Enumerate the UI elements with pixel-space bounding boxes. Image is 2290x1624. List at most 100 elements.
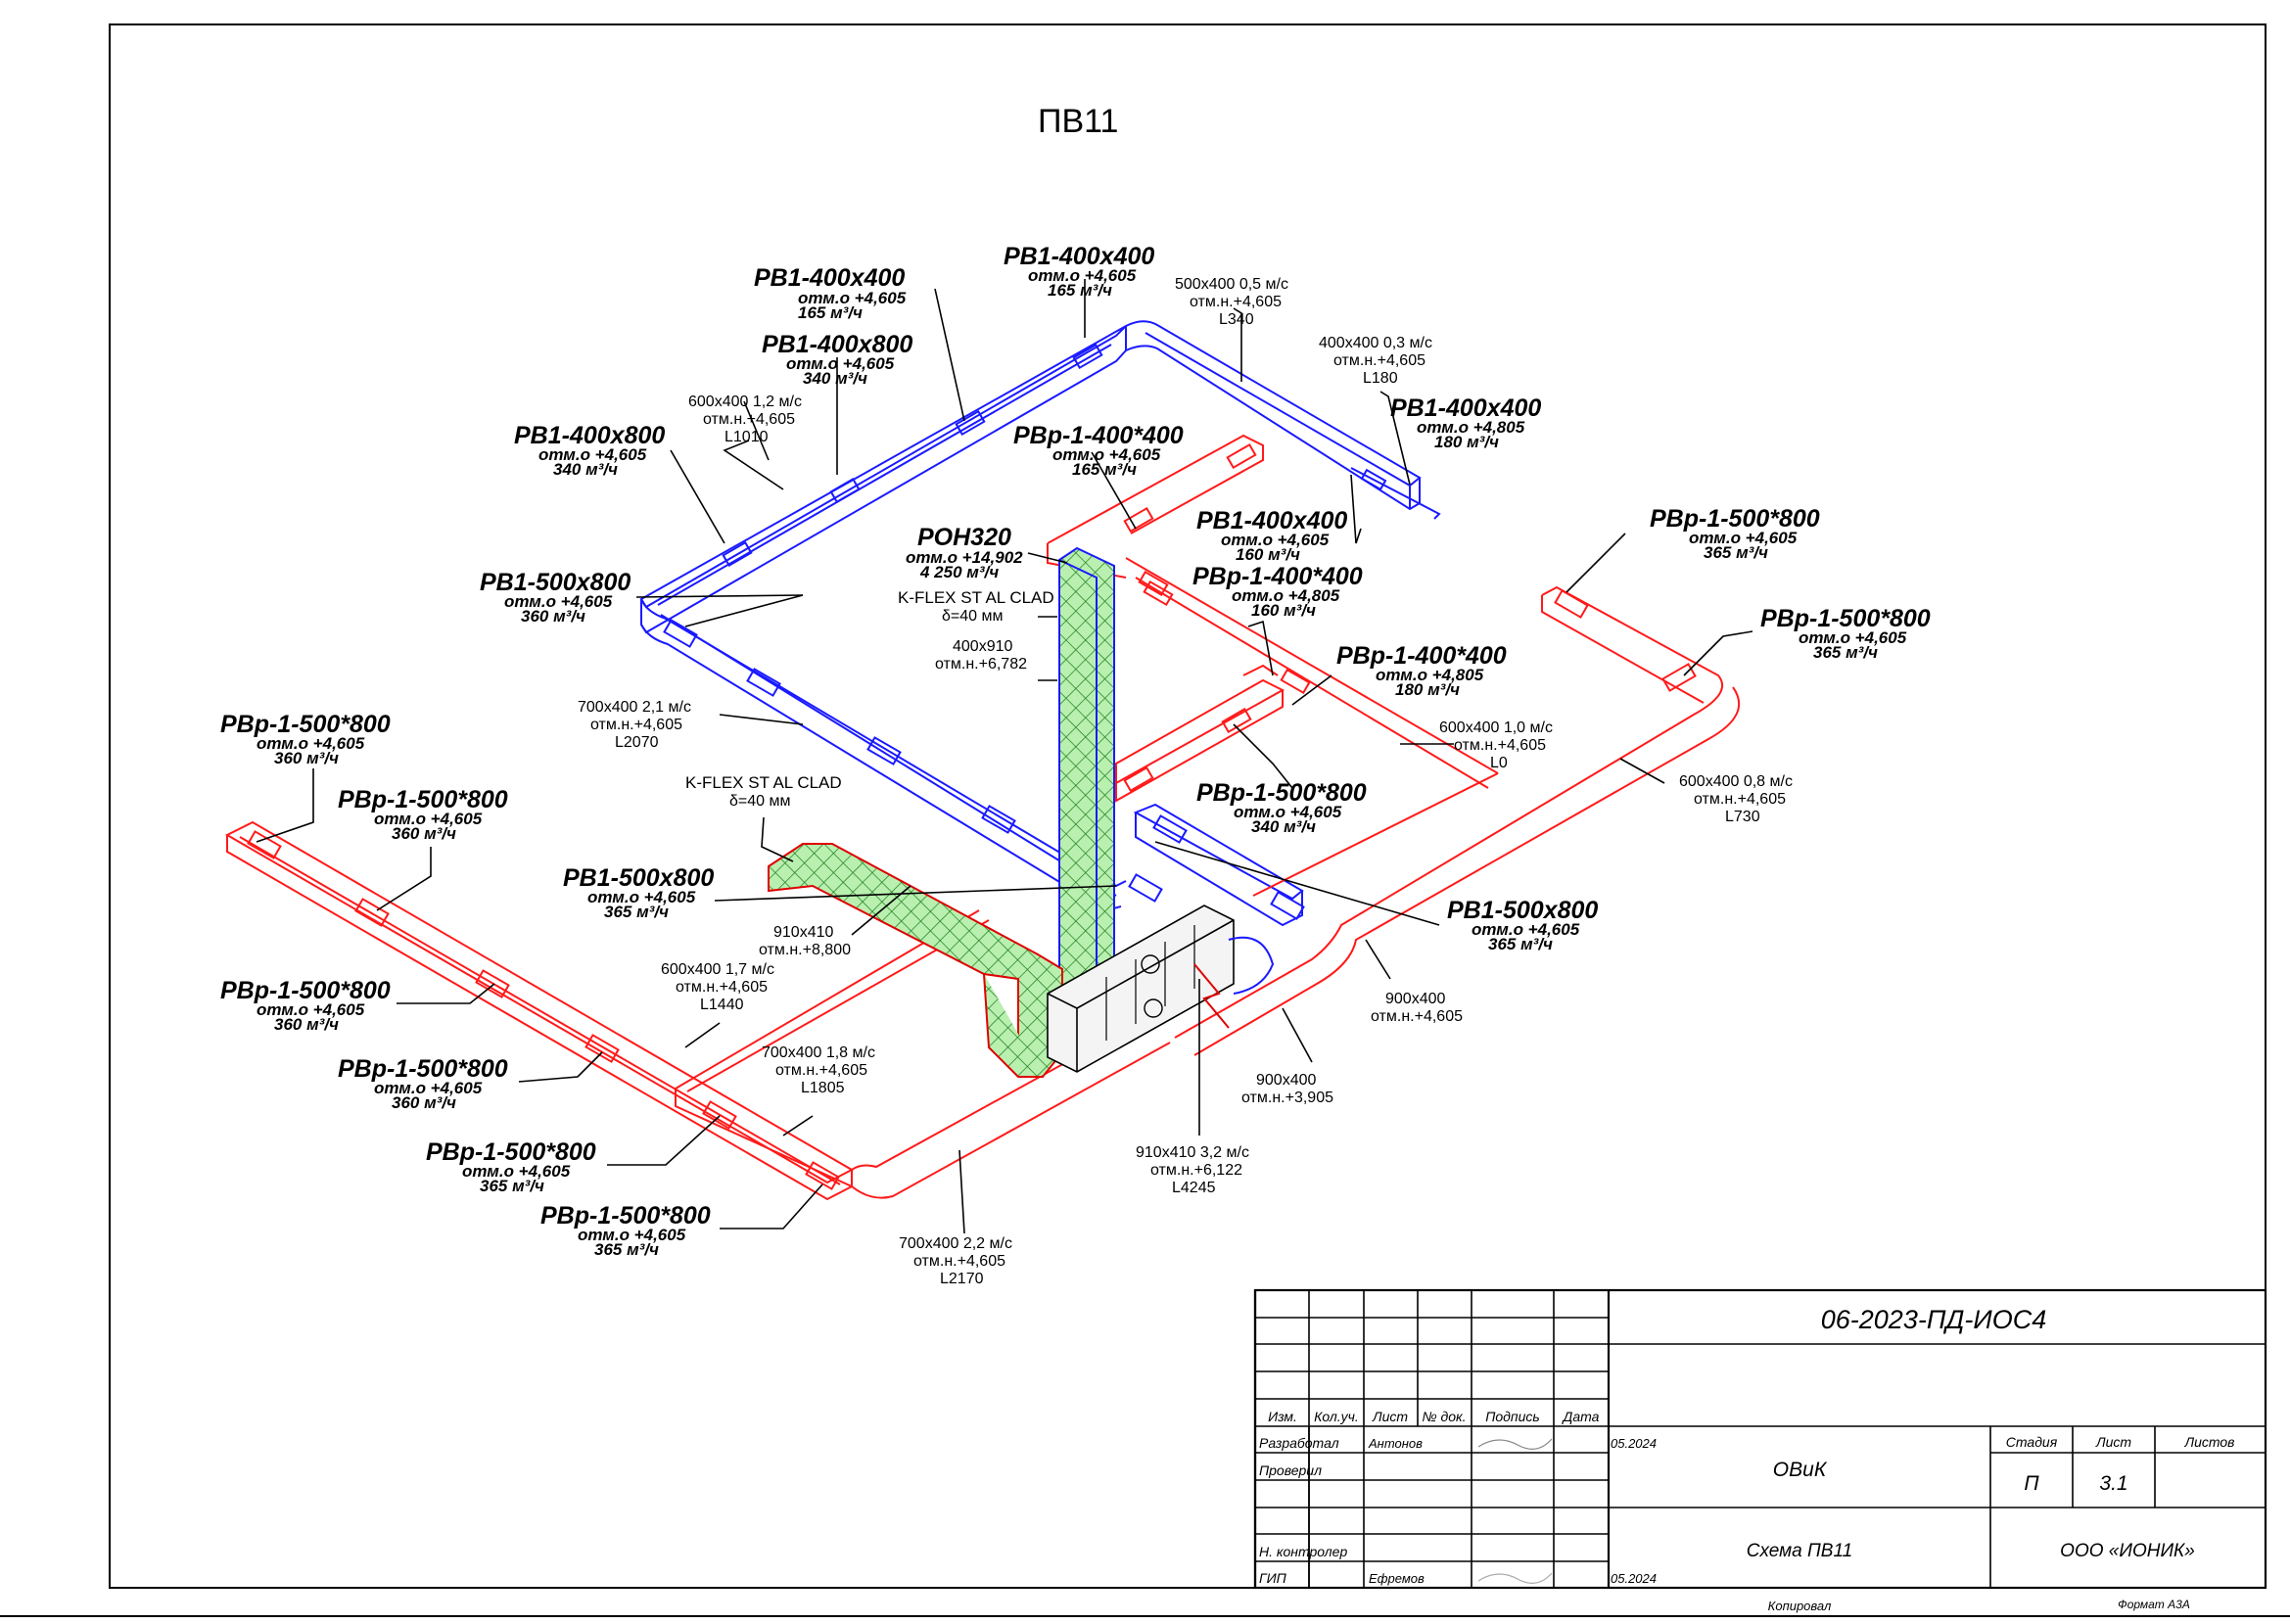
svg-text:L340: L340 xyxy=(1219,311,1254,328)
red-duct-segment xyxy=(1193,686,1741,1056)
col-header: Подпись xyxy=(1485,1409,1540,1424)
grille xyxy=(1554,589,1589,619)
leader-line xyxy=(1350,474,1362,544)
svg-text:180 м³/ч: 180 м³/ч xyxy=(1395,680,1460,699)
svg-text:340 м³/ч: 340 м³/ч xyxy=(803,369,867,388)
svg-text:отм.о +4,605: отм.о +4,605 xyxy=(1234,803,1342,821)
svg-text:L180: L180 xyxy=(1363,370,1398,387)
red-duct-segment xyxy=(1115,678,1285,785)
svg-text:160 м³/ч: 160 м³/ч xyxy=(1236,545,1300,564)
grille xyxy=(475,969,510,998)
svg-text:отм.о +14,902: отм.о +14,902 xyxy=(906,548,1023,567)
svg-text:700х400 2,1 м/с: 700х400 2,1 м/с xyxy=(578,699,691,716)
svg-text:отм.н.+6,122: отм.н.+6,122 xyxy=(1150,1162,1242,1179)
svg-text:РВр-1-500*800: РВр-1-500*800 xyxy=(1196,779,1367,807)
date: 05.2024 xyxy=(1611,1436,1657,1451)
leader-line xyxy=(720,1183,823,1230)
sheet-header: Лист xyxy=(2095,1434,2131,1450)
leader-line xyxy=(684,1022,721,1048)
svg-text:РОН320: РОН320 xyxy=(917,524,1011,551)
svg-text:400х910: 400х910 xyxy=(953,638,1012,655)
leader-line xyxy=(714,885,1117,902)
blue-elbow xyxy=(1228,936,1275,995)
svg-text:365 м³/ч: 365 м³/ч xyxy=(604,903,669,921)
leader-line xyxy=(256,768,314,843)
grille xyxy=(1128,873,1163,903)
leader-line xyxy=(1233,307,1242,382)
red-duct-segment xyxy=(226,835,853,1201)
leader-line xyxy=(1027,552,1068,564)
ahu-sections xyxy=(1105,925,1195,1041)
svg-text:4 250 м³/ч: 4 250 м³/ч xyxy=(919,563,999,581)
blue-duct-centerline xyxy=(660,614,1117,897)
svg-text:отм.о +4,805: отм.о +4,805 xyxy=(1376,666,1484,684)
role: Разработал xyxy=(1259,1435,1339,1451)
svg-text:отм.н.+4,605: отм.н.+4,605 xyxy=(1371,1008,1463,1025)
grille xyxy=(1360,468,1387,491)
organization: ООО «ИОНИК» xyxy=(2060,1541,2195,1561)
leader-line xyxy=(607,1115,721,1166)
section-name: ОВиК xyxy=(1773,1459,1828,1481)
grille xyxy=(805,1161,840,1190)
svg-text:360 м³/ч: 360 м³/ч xyxy=(274,749,339,767)
grille xyxy=(1226,442,1257,470)
svg-text:600х400 0,8 м/с: 600х400 0,8 м/с xyxy=(1679,773,1793,790)
svg-text:отм.о +4,805: отм.о +4,805 xyxy=(1417,418,1525,437)
svg-text:отм.н.+4,605: отм.н.+4,605 xyxy=(1454,737,1546,754)
leader-line xyxy=(670,449,725,544)
svg-text:отм.о +4,605: отм.о +4,605 xyxy=(374,1079,483,1097)
svg-text:L730: L730 xyxy=(1725,809,1760,825)
svg-text:600х400 1,0 м/с: 600х400 1,0 м/с xyxy=(1439,719,1553,736)
svg-text:отм.н.+4,605: отм.н.+4,605 xyxy=(676,979,768,996)
leader-line xyxy=(1282,1007,1313,1063)
svg-text:РВр-1-400*400: РВр-1-400*400 xyxy=(1336,642,1507,670)
svg-text:900х400: 900х400 xyxy=(1385,991,1445,1007)
svg-text:РВр-1-400*400: РВр-1-400*400 xyxy=(1192,563,1363,590)
blue-duct-network xyxy=(639,320,1441,927)
format-label: Формат А3А xyxy=(2118,1598,2190,1611)
grille xyxy=(1123,766,1154,793)
svg-text:РВр-1-500*800: РВр-1-500*800 xyxy=(338,1055,508,1083)
svg-text:РВ1-400х800: РВ1-400х800 xyxy=(762,331,912,358)
riser-duct xyxy=(1058,546,1115,1005)
leader-line xyxy=(1365,939,1391,980)
svg-text:РВр-1-500*800: РВр-1-500*800 xyxy=(220,711,391,738)
svg-text:РВ1-400х400: РВ1-400х400 xyxy=(1390,394,1541,422)
svg-text:отм.н.+4,605: отм.н.+4,605 xyxy=(703,411,795,428)
leader-line xyxy=(1379,391,1411,486)
grille xyxy=(663,619,698,648)
leader-line xyxy=(1291,674,1332,706)
svg-text:отм.о +4,805: отм.о +4,805 xyxy=(1232,586,1340,605)
col-header: № док. xyxy=(1422,1409,1466,1424)
leader-line xyxy=(761,816,794,862)
role: Н. контролер xyxy=(1259,1544,1347,1559)
svg-text:K-FLEX ST AL CLAD: K-FLEX ST AL CLAD xyxy=(685,773,842,792)
grille xyxy=(829,477,861,504)
blue-duct-end xyxy=(1350,467,1441,520)
blue-grilles xyxy=(663,343,1387,920)
red-duct-segment xyxy=(1047,434,1264,544)
svg-text:отм.н.+4,605: отм.н.+4,605 xyxy=(590,717,682,733)
svg-text:РВр-1-500*800: РВр-1-500*800 xyxy=(1650,505,1820,533)
svg-text:L0: L0 xyxy=(1490,755,1508,771)
insulated-ducts xyxy=(768,546,1115,1079)
svg-text:РВр-1-500*800: РВр-1-500*800 xyxy=(426,1138,596,1166)
grille xyxy=(866,736,902,766)
blue-duct-segment xyxy=(640,624,1122,912)
flex-connector xyxy=(1193,963,1230,1029)
svg-text:отм.о +4,605: отм.о +4,605 xyxy=(504,592,613,611)
signature xyxy=(1477,1438,1553,1450)
svg-text:РВр-1-400*400: РВр-1-400*400 xyxy=(1013,422,1184,449)
blue-duct-centerline xyxy=(657,344,1112,606)
